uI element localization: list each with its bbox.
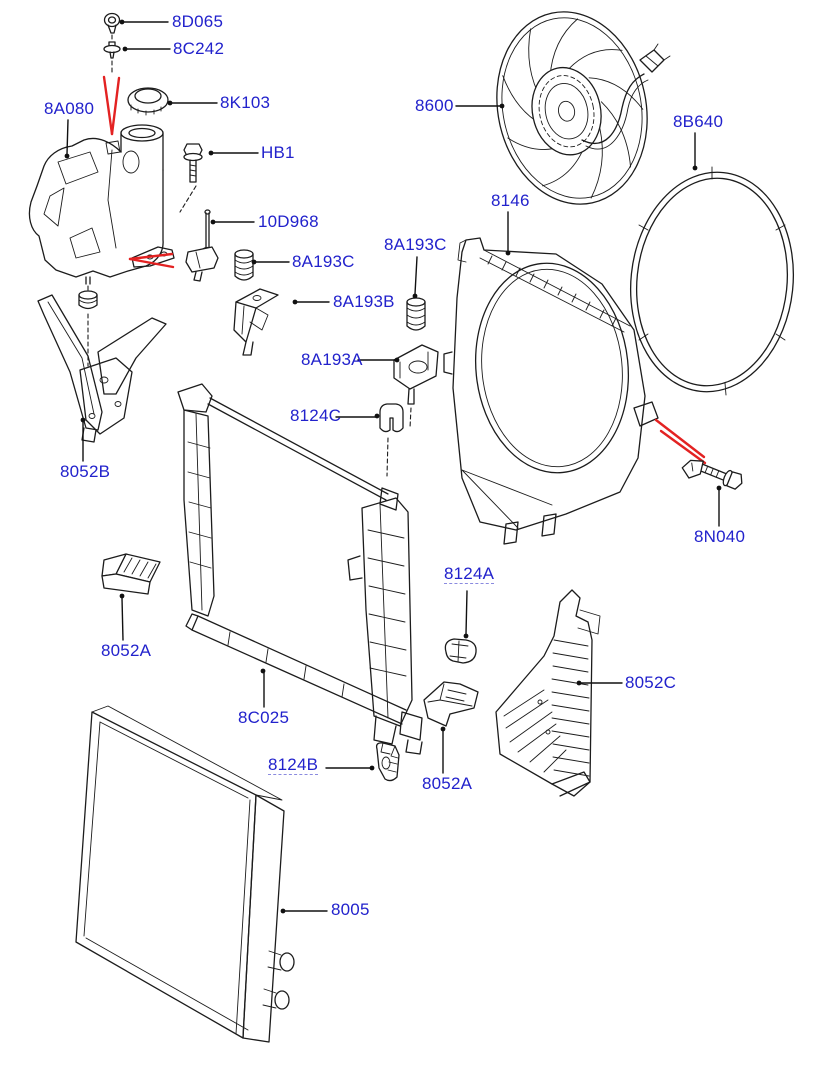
part-label-hb1[interactable]: HB1 [261,143,295,162]
bolt-drawing-8n040 [681,459,743,490]
part-label-8a193c-left[interactable]: 8A193C [292,252,355,271]
part-label-8124c[interactable]: 8124C [290,406,342,425]
part-label-8a193a[interactable]: 8A193A [301,350,363,369]
bellows-drawing-8a193c-right [406,297,426,331]
valve-drawing-8c242 [103,41,121,75]
part-label-8a193c-right[interactable]: 8A193C [384,235,447,254]
baffle-drawing-8052c [495,589,601,797]
screw-drawing-8d065 [103,12,121,42]
part-label-8052a-right[interactable]: 8052A [422,774,473,793]
bolt-drawing-hb1 [179,143,203,213]
part-label-8b640[interactable]: 8B640 [673,112,724,131]
pointer-arrow-shroud [654,418,707,465]
part-label-8052b[interactable]: 8052B [60,462,111,481]
part-label-8c242[interactable]: 8C242 [173,39,225,58]
part-label-8052a-left[interactable]: 8052A [101,641,152,660]
clip-drawing-8124c [379,403,404,477]
ring-drawing-8b640 [629,166,795,396]
part-label-8d065[interactable]: 8D065 [172,12,224,31]
part-label-8124a[interactable]: 8124A [444,564,495,584]
frame-drawing-8c025 [177,383,423,755]
fan-drawing-8600 [496,11,671,205]
part-label-10d968[interactable]: 10D968 [258,212,319,231]
part-label-8600[interactable]: 8600 [415,96,454,115]
part-label-8n040[interactable]: 8N040 [694,527,746,546]
cap-drawing-8k103 [127,87,169,116]
clip-drawing-8124a [444,638,477,664]
sensor-drawing-10d968 [185,209,219,282]
part-label-8146[interactable]: 8146 [491,191,530,210]
bracket-drawing-8052a-left [101,553,161,595]
shroud-drawing-8146 [443,237,659,545]
clip-drawing-8124b [375,742,400,782]
part-label-8k103[interactable]: 8K103 [220,93,271,112]
pointer-arrow-tank-right [128,252,175,269]
bracket-drawing-8a193b [233,288,279,356]
part-label-8a080[interactable]: 8A080 [44,99,95,118]
part-label-8052c[interactable]: 8052C [625,673,677,692]
bracket-drawing-8a193a [393,344,439,429]
part-label-8005[interactable]: 8005 [331,900,370,919]
part-label-8124b[interactable]: 8124B [268,755,319,775]
bellows-drawing-8a193c-left [234,249,254,281]
part-label-8a193b[interactable]: 8A193B [333,292,395,311]
bracket-drawing-8052a-right [423,681,479,727]
part-label-8c025[interactable]: 8C025 [238,708,290,727]
leader-lines [64,19,722,914]
pointer-arrow-tank-top [102,75,121,136]
expansion-tank-drawing-8a080 [28,124,175,292]
radiator-drawing-8005 [75,705,295,1043]
bracket-drawing-8052b [37,294,167,443]
